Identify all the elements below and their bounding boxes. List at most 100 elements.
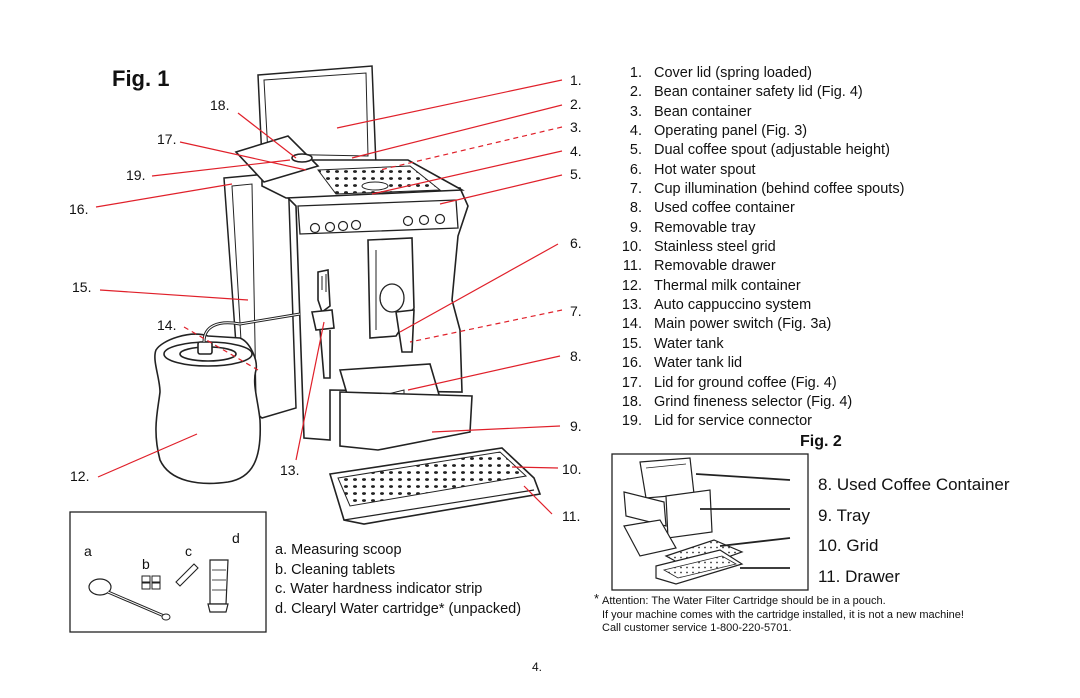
item-text: Lid for ground coffee (Fig. 4) [654,374,837,391]
callout-11: 11. [562,508,581,524]
item-text: Lid for service connector [654,413,812,430]
item-number: 15. [621,335,642,352]
item-number: 1. [629,65,642,81]
callout-6: 6. [570,235,582,251]
callout-3: 3. [570,119,582,135]
machine-body-drawing [234,135,542,525]
item-number: 8. [629,200,642,217]
list-item: a. Measuring scoop [275,542,402,558]
accessories-list: a. Measuring scoop b. Cleaning tablets c… [275,541,521,619]
list-item: 17. Lid for ground coffee (Fig. 4) [606,374,976,393]
list-item: 5. Dual coffee spout (adjustable height) [606,141,976,160]
callout-5: 5. [570,166,582,182]
attention-line-2: If your machine comes with the cartridge… [602,608,964,621]
item-text: Operating panel (Fig. 3) [654,123,808,140]
callout-15: 15. [72,279,92,295]
accessory-letter-d: d [232,530,240,546]
item-text: Cup illumination (behind coffee spouts) [654,181,905,198]
list-item: 3. Bean container [606,103,976,122]
item-text: Cover lid (spring loaded) [654,65,812,81]
callout-19: 19. [126,167,146,183]
list-item: 15. Water tank [606,335,976,354]
list-item: b. Cleaning tablets [275,561,396,578]
callout-7: 7. [570,303,582,319]
item-text: Removable tray [654,219,756,236]
callout-9: 9. [570,418,582,434]
item-number: 2. [629,84,642,101]
list-item: 19. Lid for service connector [606,412,976,431]
item-number: 6. [629,161,642,178]
attention-line-3: Call customer service 1-800-220-5701. [602,622,792,634]
list-item: 9.Removable tray [606,219,976,238]
list-item: 8. Used coffee container [606,199,976,218]
list-item: 13. Auto cappuccino system [606,296,976,315]
accessory-letter-b: b [142,556,150,572]
callout-4: 4. [570,143,582,159]
list-item: 7. Cup illumination (behind coffee spouts… [606,180,976,199]
list-item: 11. Removable drawer [606,257,976,276]
list-item: d. Clearyl Water cartridge* (unpacked) [275,600,522,617]
fig2-label: 10. Grid [818,536,879,555]
figure-2-title: Fig. 2 [800,433,842,450]
item-number: 3. [629,103,642,120]
list-item: c. Water hardness indicator strip [275,581,483,597]
list-item: 10. Stainless steel grid [606,238,976,257]
accessory-letter-c: c [185,543,192,559]
page-number: 4. [532,660,543,674]
item-text: Thermal milk container [654,277,801,294]
item-text: Used coffee container [654,200,795,217]
item-number: 19. [621,413,642,430]
item-number: 13. [621,297,642,314]
figure-2-labels: 8. Used Coffee Container 9. Tray 10. Gri… [818,470,1010,592]
callout-14: 14. [157,317,177,333]
item-number: 4. [629,123,642,140]
callout-16: 16. [69,201,89,217]
item-number: 7. [629,181,642,198]
callout-12: 12. [70,468,90,484]
item-text: Water tank lid [654,355,743,372]
item-number: 10. [621,239,642,256]
list-item: 16. Water tank lid [606,354,976,373]
fig2-label: 11. Drawer [818,566,900,586]
item-text: Bean container safety lid (Fig. 4) [654,84,863,101]
callout-18: 18. [210,97,230,113]
list-item: 6.Hot water spout [606,161,976,180]
item-number: 16. [621,355,642,372]
item-number: 12. [621,277,642,294]
list-item: 4. Operating panel (Fig. 3) [606,122,976,141]
item-text: Water tank [654,335,724,352]
attention-line-1: Attention: The Water Filter Cartridge sh… [602,595,886,607]
attention-note: * Attention: The Water Filter Cartridge … [594,591,1034,636]
accessory-letter-a: a [84,543,92,559]
list-item: 2. Bean container safety lid (Fig. 4) [606,83,976,102]
callout-13: 13. [280,462,300,478]
callout-1: 1. [570,72,582,88]
fig2-label: 9. Tray [818,505,870,525]
item-number: 5. [629,142,642,159]
list-item: 14. Main power switch (Fig. 3a) [606,315,976,334]
item-text: Grind fineness selector (Fig. 4) [654,393,853,410]
accessories-box [69,511,267,633]
callout-8: 8. [570,348,582,364]
item-number: 14. [621,316,642,333]
item-number: 17. [621,374,642,391]
item-text: Stainless steel grid [654,239,776,256]
item-text: Bean container [654,103,752,120]
list-item: 18.Grind fineness selector (Fig. 4) [606,393,976,412]
list-item: 12. Thermal milk container [606,277,976,296]
callout-10: 10. [562,461,582,477]
item-text: Removable drawer [654,258,776,275]
parts-list: 1. Cover lid (spring loaded) 2. Bean conta… [606,64,976,432]
item-number: 11. [622,258,642,275]
item-text: Main power switch (Fig. 3a) [654,316,832,333]
callout-17: 17. [157,131,177,147]
leader-lines [95,79,563,515]
fig2-label: 8. Used Coffee Container [818,475,1010,494]
item-text: Auto cappuccino system [654,297,812,314]
figure-1-title: Fig. 1 [112,66,170,91]
item-text: Dual coffee spout (adjustable height) [654,142,890,159]
figure-2-drawing [611,453,809,591]
milk-container-drawing [154,312,301,485]
footnote-star: * [594,591,600,606]
